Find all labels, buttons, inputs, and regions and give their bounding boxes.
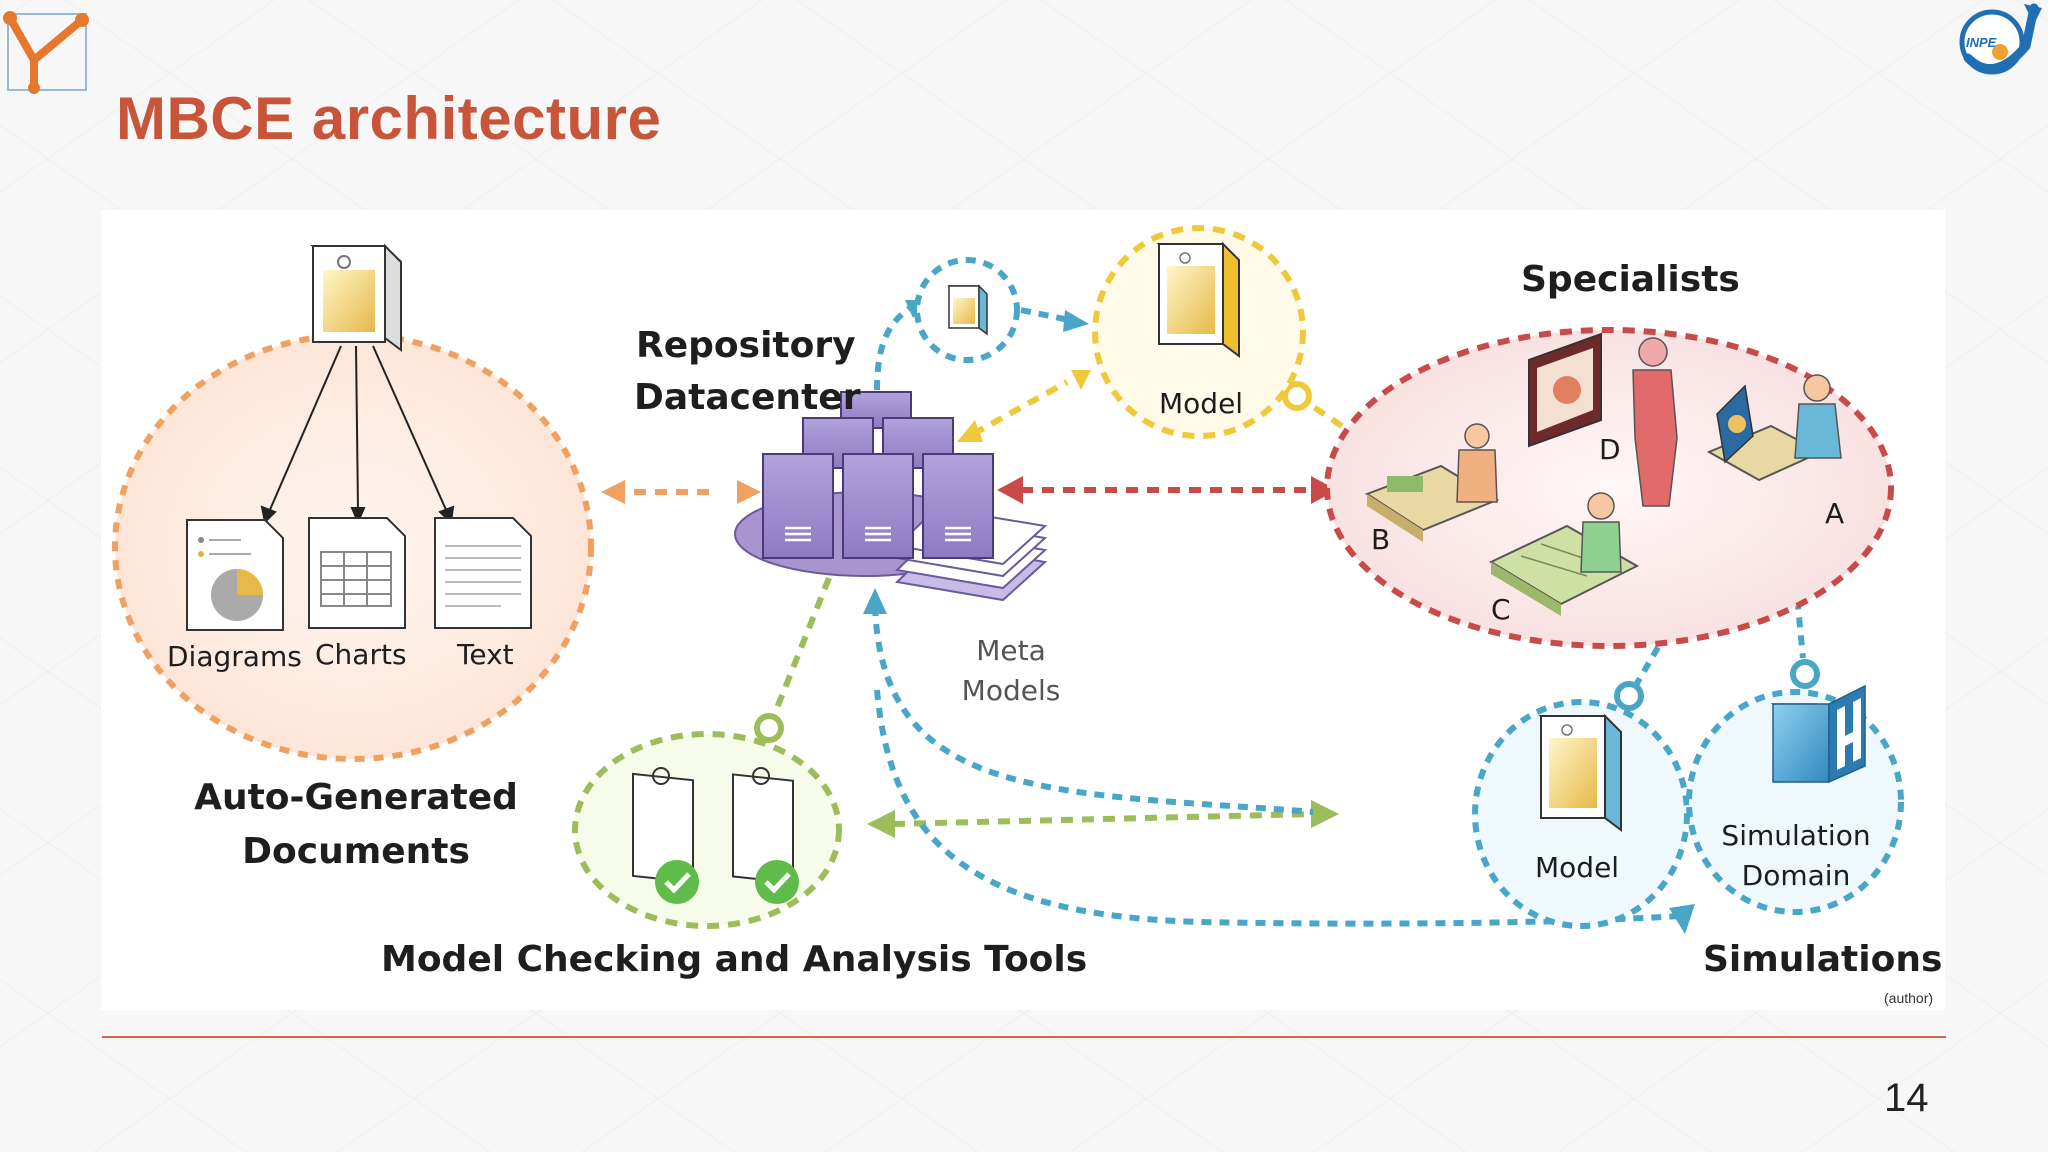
specialist-c-icon [1488, 492, 1640, 616]
specialists-label: Specialists [1521, 259, 1740, 300]
model-bottom-icon [1538, 713, 1622, 832]
server-rack-icon [762, 391, 994, 559]
image-credit: (author) [1884, 990, 1934, 1006]
checking-model-connector [867, 800, 1339, 838]
specialist-b-icon [1364, 423, 1500, 542]
svg-text:INPE: INPE [1966, 35, 1997, 50]
model-top-label: Model [1159, 387, 1244, 420]
repository-label-line2: Datacenter [634, 377, 861, 418]
auto-generated-documents-group [112, 243, 594, 762]
checklist-2-icon [732, 767, 799, 904]
repository-label-line1: Repository [636, 325, 856, 366]
repository-checking-connector [754, 576, 832, 743]
charts-doc-icon [308, 517, 406, 629]
auto-generated-label-line2: Documents [242, 831, 470, 872]
meta-models-label-line1: Meta [976, 634, 1046, 667]
specialist-d-label: D [1599, 433, 1621, 466]
simulations-label: Simulations [1703, 939, 1943, 980]
text-label: Text [457, 638, 514, 671]
architecture-diagram: Diagrams Charts Text Auto-Generated Docu… [101, 210, 1945, 1010]
model-top-icon [1156, 241, 1240, 358]
repository-model-connector [957, 370, 1091, 442]
auto-generated-label-line1: Auto-Generated [194, 777, 518, 818]
meta-model-loop-connector [874, 257, 1089, 391]
inpe-logo-icon: INPE [1959, 3, 2042, 75]
y-junction-logo-icon [3, 11, 89, 94]
docs-repository-connector [601, 480, 761, 504]
model-bottom-group [1472, 699, 1690, 929]
specialist-a-label: A [1825, 497, 1845, 530]
specialist-b-label: B [1371, 523, 1391, 556]
simulation-domain-icon [1770, 684, 1866, 784]
charts-label: Charts [315, 638, 407, 671]
specialist-d-icon [1528, 332, 1678, 507]
repository-simulations-connector [863, 588, 1695, 934]
diagrams-doc-icon [186, 519, 284, 631]
footer-divider [102, 1036, 1946, 1038]
meta-model-icon [947, 284, 988, 336]
diagrams-label: Diagrams [167, 640, 302, 673]
simulation-domain-label-line1: Simulation [1721, 819, 1871, 852]
specialists-group [1324, 327, 1894, 649]
model-bottom-label: Model [1535, 851, 1620, 884]
text-doc-icon [434, 517, 532, 629]
source-model-icon [310, 243, 402, 352]
specialist-c-label: C [1491, 593, 1511, 626]
repository-datacenter-group [734, 391, 1048, 602]
slide-title: MBCE architecture [116, 85, 662, 152]
model-checking-group [572, 731, 842, 929]
model-checking-label: Model Checking and Analysis Tools [381, 939, 1088, 980]
checklist-1-icon [632, 767, 699, 904]
meta-models-label-line2: Models [961, 674, 1061, 707]
simulation-domain-group [1686, 684, 1904, 915]
specialist-a-icon [1706, 374, 1842, 482]
simulation-domain-label-line2: Domain [1741, 859, 1851, 892]
model-top-group [1092, 225, 1306, 439]
repository-specialists-connector [997, 476, 1337, 504]
page-number: 14 [1884, 1076, 1929, 1120]
